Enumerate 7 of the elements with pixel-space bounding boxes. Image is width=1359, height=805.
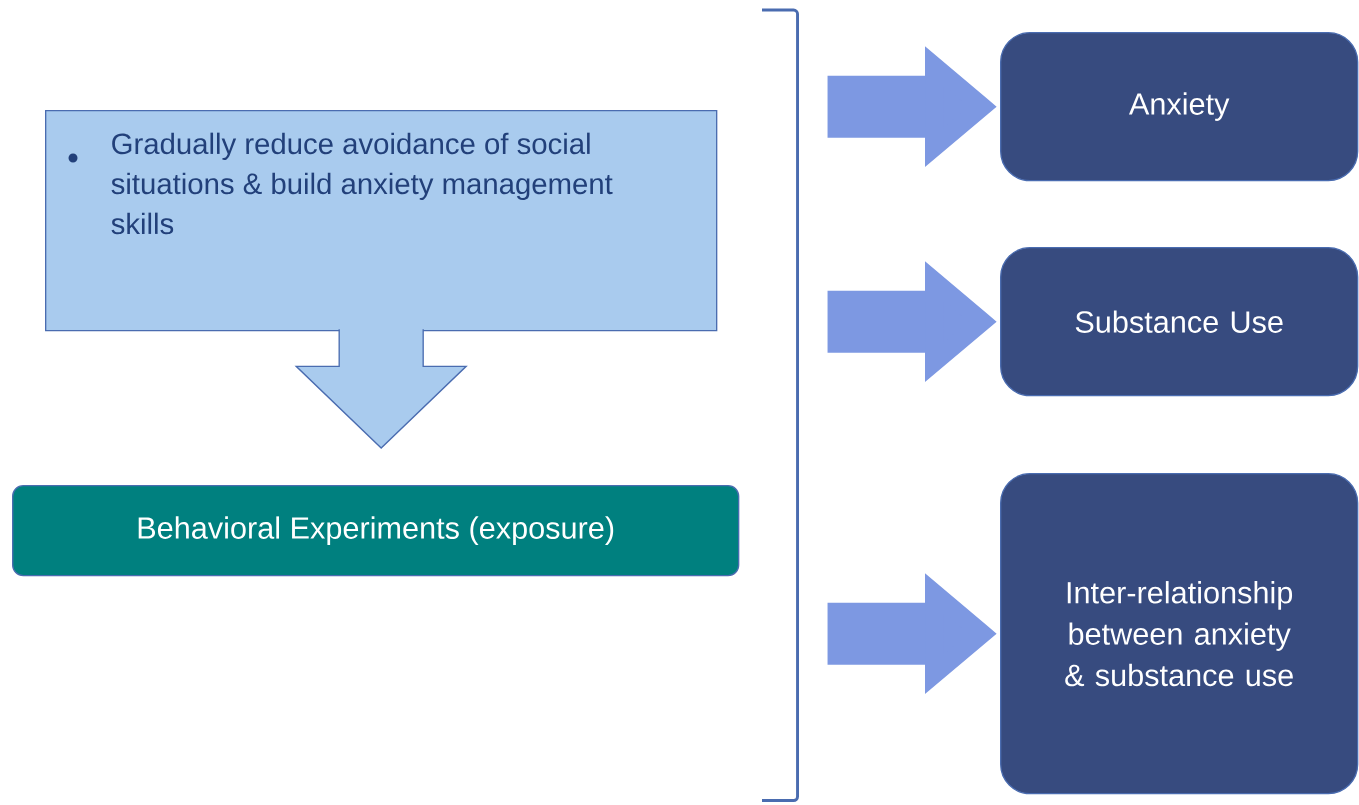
outcome-box: Anxiety	[1000, 32, 1359, 182]
block-arrow	[294, 328, 468, 449]
callout-box: Gradually reduce avoidance of social situations & build anxiety management skills	[45, 110, 718, 332]
outcome-box: Inter-relationship between anxiety & substance use	[1000, 473, 1359, 795]
outcome-box: Substance Use	[1000, 247, 1359, 397]
bracket	[762, 8, 799, 802]
process-box: Behavioral Experiments (exposure)	[12, 485, 740, 577]
